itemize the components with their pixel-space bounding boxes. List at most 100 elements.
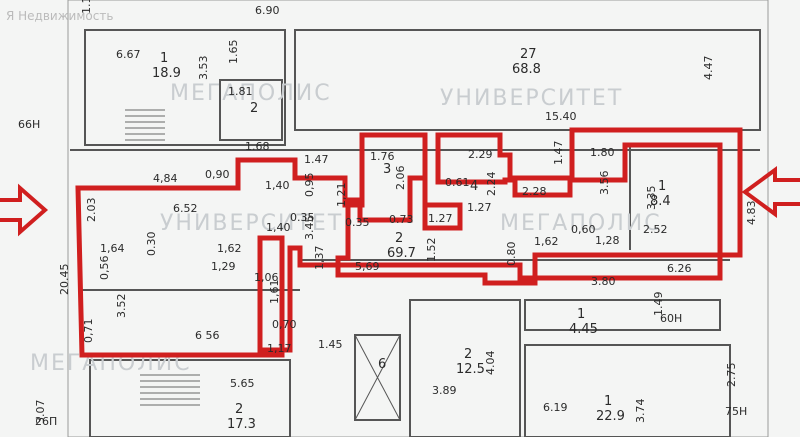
dimension-label: 4.83: [745, 201, 758, 226]
dimension-label: 3.45: [303, 216, 316, 241]
dimension-label: 3.56: [598, 171, 611, 196]
unit-label: 66Н: [18, 118, 40, 131]
dimension-label: 1,17: [267, 342, 292, 355]
stairs-bottom-left: [140, 374, 200, 406]
room-number: 1: [577, 307, 585, 322]
dimension-label: 1,29: [211, 260, 236, 273]
dimension-label: 0,60: [571, 223, 596, 236]
dimension-label: 3.53: [197, 56, 210, 81]
dimension-label: 1.27: [467, 201, 492, 214]
dimension-label: 1.47: [304, 153, 329, 166]
dimension-label: 4.47: [702, 56, 715, 81]
dimension-label: 5,69: [355, 260, 380, 273]
dimension-label: 1.76: [370, 150, 395, 163]
dimension-label: 1,40: [265, 179, 290, 192]
dimension-label: 2.29: [468, 148, 493, 161]
dimension-label: 2.06: [394, 166, 407, 191]
dimension-label: 3.07: [34, 400, 47, 425]
dimension-label: 2.28: [522, 185, 547, 198]
dimension-label: 1,21: [335, 183, 348, 208]
room-number: 2: [464, 347, 472, 362]
dimension-label: 1,62: [534, 235, 559, 248]
dimension-label: 1.45: [318, 338, 343, 351]
dimension-label: 1.81: [228, 85, 253, 98]
room-area: 22.9: [596, 409, 625, 424]
dimension-label: 2.24: [485, 172, 498, 197]
dimension-label: 0,95: [303, 173, 316, 198]
room-number: 27: [520, 47, 537, 62]
watermark-top: УНИВЕРСИТЕТ: [440, 86, 623, 111]
dimension-label: 1,64: [100, 242, 125, 255]
unit-label: 60Н: [660, 312, 682, 325]
dimension-label: 2.75: [725, 363, 738, 388]
watermarks: УНИВЕРСИТЕТ УНИВЕРСИТЕТ МЕГАПОЛИС МЕГАПО…: [6, 9, 662, 376]
room-number: 3: [383, 162, 391, 177]
dimension-label: 1,28: [595, 234, 620, 247]
premises-outline: [75, 127, 743, 358]
dimension-label: 1,06: [254, 271, 279, 284]
dimension-label: 15.40: [545, 110, 577, 123]
dimension-label: 4,84: [153, 172, 178, 185]
room-area: 17.3: [227, 417, 256, 432]
watermark-top-left-logo: МЕГАПОЛИС: [170, 81, 332, 106]
room-number: 2: [235, 402, 243, 417]
dimension-label: 0.35: [345, 216, 370, 229]
dimension-label: 1,61: [268, 280, 281, 305]
room-area: 68.8: [512, 62, 541, 77]
watermark-middle-right: МЕГАПОЛИС: [500, 211, 662, 236]
dimension-label: 1.1: [80, 0, 93, 14]
room-number: 1: [604, 394, 612, 409]
dimension-label: 1.49: [652, 292, 665, 317]
entrance-arrow-left: [0, 183, 49, 237]
dimension-label: 0,70: [272, 318, 297, 331]
dimension-label: 3.74: [634, 399, 647, 424]
room-number: 1: [658, 179, 666, 194]
room-number: 6: [378, 357, 386, 372]
dimension-label: 1,37: [313, 246, 326, 271]
dimension-label: 1,40: [266, 221, 291, 234]
dimension-label: 1.52: [425, 238, 438, 263]
entrance-arrow-right: [741, 166, 800, 218]
room-area: 69.7: [387, 246, 416, 261]
room-area: 18.9: [152, 66, 181, 81]
dimension-label: 1.80: [590, 146, 615, 159]
room-area: 12.5: [456, 362, 485, 377]
dimension-label: 0.35: [290, 211, 315, 224]
dimension-label: 0.73: [389, 213, 414, 226]
dimension-label: 0,56: [98, 256, 111, 281]
dimension-label: 20.45: [58, 264, 71, 296]
dimension-label: 3.52: [115, 294, 128, 319]
dimension-label: 3.89: [432, 384, 457, 397]
dimension-label: 3.35: [645, 186, 658, 211]
room-number: 2: [250, 101, 258, 116]
dimension-label: 5.65: [230, 377, 255, 390]
room-number: 4: [470, 179, 478, 194]
dimension-labels: 6.901.16.673.531.651.814.4715.401.681.47…: [34, 0, 758, 424]
stairs-top-left: [125, 109, 165, 141]
dimension-label: 6.52: [173, 202, 198, 215]
room-area: 4.45: [569, 322, 598, 337]
watermark-middle: УНИВЕРСИТЕТ: [160, 211, 343, 236]
building-walls: [67, 0, 769, 437]
dimension-label: 0.80: [505, 242, 518, 267]
watermark-brand: Я Недвижимость: [6, 9, 113, 23]
dimension-label: 0,90: [205, 168, 230, 181]
dimension-label: 6.67: [116, 48, 141, 61]
room-area: 8.4: [650, 194, 671, 209]
dimension-label: 2.03: [85, 198, 98, 223]
dimension-label: 1.47: [552, 141, 565, 166]
dimension-label: 4.04: [484, 351, 497, 376]
dimension-label: 1.27: [428, 212, 453, 225]
dimension-label: 1,62: [217, 242, 242, 255]
dimension-label: 6.90: [255, 4, 280, 17]
dimension-label: 1.65: [227, 40, 240, 65]
dimension-label: 0.61: [445, 176, 470, 189]
dimension-label: 6.19: [543, 401, 568, 414]
dimension-label: 2.52: [643, 223, 668, 236]
dimension-label: 6 56: [195, 329, 220, 342]
unit-label: 75Н: [725, 405, 747, 418]
dimension-label: 3.80: [591, 275, 616, 288]
